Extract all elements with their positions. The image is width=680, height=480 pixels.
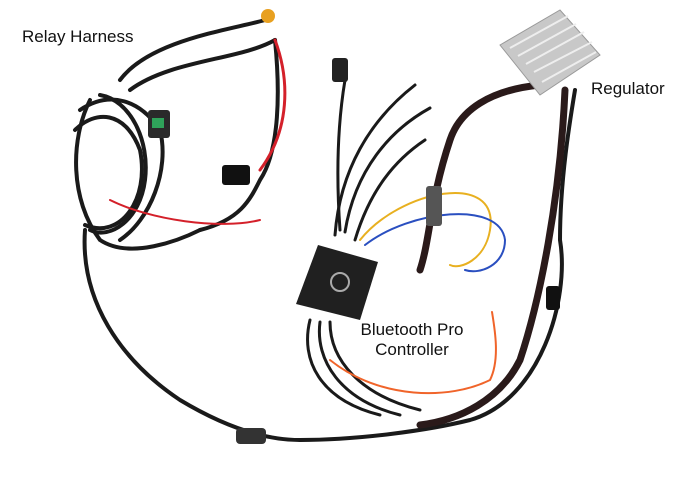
bluetooth-controller <box>296 245 378 320</box>
bluetooth-label-line1: Bluetooth Pro <box>360 320 464 339</box>
bluetooth-controller-label: Bluetooth Pro Controller <box>352 320 472 360</box>
bluetooth-label-line2: Controller <box>375 340 449 359</box>
relay-harness-label: Relay Harness <box>22 27 134 46</box>
relay-harness <box>73 18 577 442</box>
regulator-label: Regulator <box>591 79 665 98</box>
regulator <box>499 9 601 96</box>
